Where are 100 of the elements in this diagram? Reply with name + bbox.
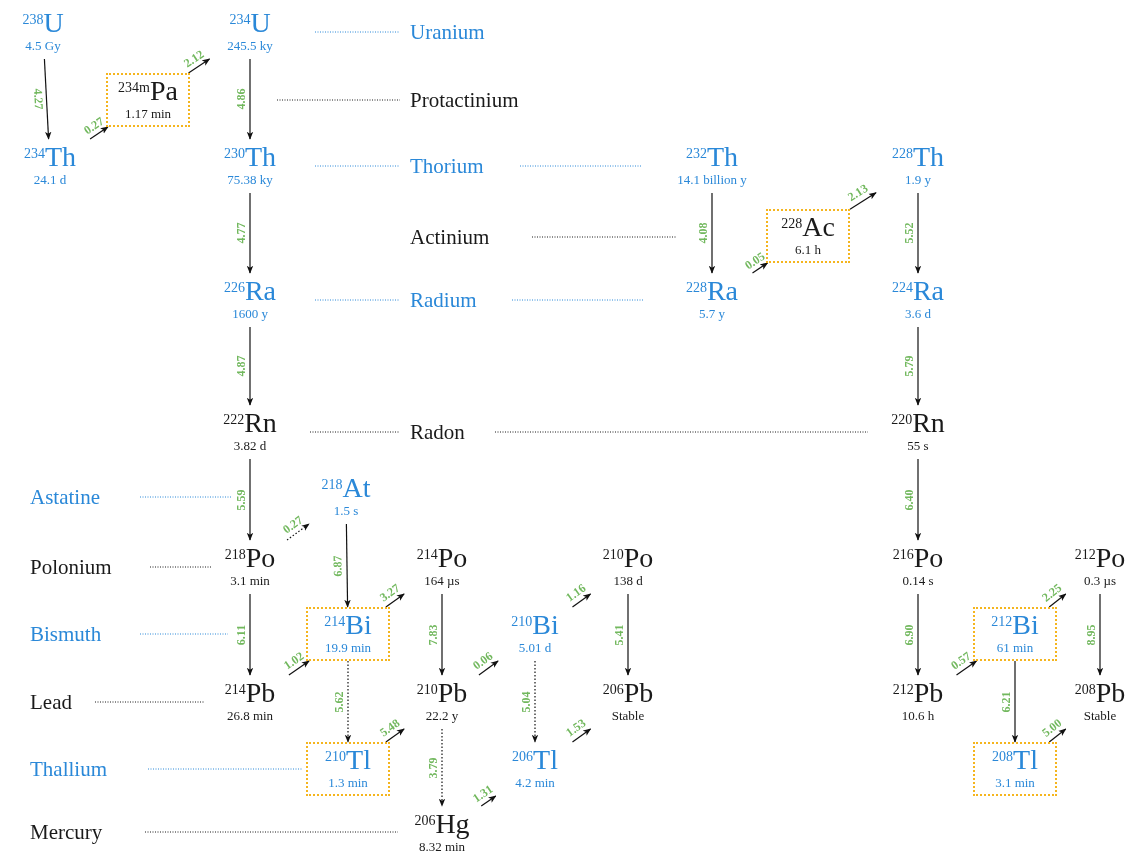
decay-arrow <box>385 728 405 743</box>
nuclide-symbol: $^{234m}$Pa <box>117 76 179 106</box>
decay-arrow <box>246 593 254 676</box>
half-life: 3.82 d <box>232 438 268 453</box>
half-life: 3.6 d <box>904 306 932 321</box>
nuclide-symbol: $^{210}$Tl <box>324 745 372 775</box>
decay-arrow <box>385 593 405 608</box>
nuclide-symbol: $^{222}$Rn <box>222 408 278 438</box>
decay-energy: 5.00 <box>1039 716 1065 741</box>
decay-arrow <box>849 192 877 210</box>
half-life: 245.5 ky <box>226 38 274 53</box>
decay-arrow <box>571 593 592 608</box>
half-life: 6.1 h <box>794 242 822 257</box>
nuclide-symbol: $^{208}$Tl <box>991 745 1039 775</box>
nuclide-symbol: $^{212}$Pb <box>891 678 945 708</box>
decay-arrow <box>914 593 922 676</box>
decay-arrow <box>955 660 978 676</box>
decay-arrow <box>914 458 922 541</box>
nuclide-symbol: $^{206}$Pb <box>601 678 655 708</box>
decay-arrow <box>246 58 254 140</box>
element-name: Mercury <box>30 820 103 844</box>
decay-arrow <box>914 192 922 274</box>
nuclide-symbol: $^{210}$Pb <box>415 678 469 708</box>
decay-arrow <box>571 728 592 743</box>
half-life: 5.7 y <box>698 306 726 321</box>
decay-arrow <box>187 58 211 74</box>
half-life: 14.1 billion y <box>676 172 748 187</box>
decay-energy: 5.59 <box>234 489 248 510</box>
decay-arrow <box>1096 593 1104 676</box>
nuclide-symbol: $^{238}$U <box>21 8 65 38</box>
decay-energy: 4.27 <box>30 88 45 111</box>
half-life: 1.3 min <box>327 775 369 790</box>
element-name: Radium <box>410 288 477 312</box>
decay-arrow <box>480 795 497 807</box>
decay-energy: 8.95 <box>1084 624 1098 645</box>
nuclide-symbol: $^{230}$Th <box>222 142 278 172</box>
element-name: Actinium <box>410 225 490 249</box>
half-life: 55 s <box>906 438 930 453</box>
decay-arrow <box>89 126 109 140</box>
decay-energy: 3.27 <box>377 581 403 605</box>
decay-energy: 4.86 <box>234 88 248 110</box>
nuclide-symbol: $^{216}$Po <box>891 543 945 573</box>
nuclide-symbol: $^{206}$Hg <box>413 809 471 839</box>
decay-energy: 5.04 <box>519 691 533 712</box>
nuclide-symbol: $^{212}$Bi <box>990 610 1040 640</box>
decay-arrow <box>246 192 254 274</box>
nuclide-symbol: $^{234}$U <box>228 8 272 38</box>
nuclide-symbol: $^{218}$Po <box>223 543 277 573</box>
half-life: Stable <box>610 708 646 723</box>
half-life: 1.9 y <box>904 172 932 187</box>
nuclide-symbol: $^{234}$Th <box>22 142 78 172</box>
decay-arrow <box>1048 728 1067 743</box>
nuclide-symbol: $^{228}$Th <box>890 142 946 172</box>
decay-energy: 5.79 <box>902 355 916 377</box>
decay-arrow <box>286 523 310 541</box>
nuclide-symbol: $^{210}$Po <box>601 543 655 573</box>
decay-arrow <box>478 660 499 676</box>
element-name: Astatine <box>30 485 100 509</box>
decay-energy: 2.25 <box>1039 581 1065 606</box>
element-name: Thallium <box>30 757 107 781</box>
half-life: 19.9 min <box>323 640 373 655</box>
half-life: 138 d <box>612 573 644 588</box>
decay-arrow <box>43 58 52 140</box>
nuclide-symbol: $^{212}$Po <box>1073 543 1127 573</box>
nuclide-symbol: $^{220}$Rn <box>890 408 946 438</box>
decay-energy: 4.77 <box>234 222 248 244</box>
decay-arrow <box>288 660 310 676</box>
element-name: Lead <box>30 690 72 714</box>
element-name: Bismuth <box>30 622 102 646</box>
decay-arrow <box>344 660 352 743</box>
nuclide-symbol: $^{208}$Pb <box>1073 678 1127 708</box>
nuclide-symbol: $^{228}$Ac <box>780 212 836 242</box>
decay-energy: 2.13 <box>845 182 871 205</box>
nuclide-symbol: $^{232}$Th <box>684 142 740 172</box>
decay-energy: 7.83 <box>426 624 440 645</box>
decay-energy: 1.16 <box>563 581 589 605</box>
half-life: 24.1 d <box>32 172 68 187</box>
decay-arrow <box>1011 660 1019 743</box>
highlight-box <box>973 742 1057 796</box>
decay-energy: 0.57 <box>949 649 974 672</box>
half-life: 4.2 min <box>514 775 556 790</box>
element-name: Protactinium <box>410 88 519 112</box>
decay-arrow <box>708 192 716 274</box>
nuclide-symbol: $^{210}$Bi <box>510 610 560 640</box>
element-name: Uranium <box>410 20 485 44</box>
decay-arrow <box>246 326 254 406</box>
nuclide-symbol: $^{214}$Pb <box>223 678 277 708</box>
nuclide-symbol: $^{228}$Ra <box>684 276 740 306</box>
highlight-box <box>306 742 390 796</box>
decay-energy: 2.12 <box>181 47 207 70</box>
decay-energy: 5.62 <box>332 691 346 712</box>
highlight-box <box>766 209 850 263</box>
nuclide-symbol: $^{224}$Ra <box>890 276 946 306</box>
decay-arrow <box>1048 593 1067 608</box>
decay-arrow <box>438 728 446 807</box>
half-life: 4.5 Gy <box>24 38 62 53</box>
decay-arrow <box>531 660 539 743</box>
half-life: 22.2 y <box>424 708 460 723</box>
decay-energy: 0.06 <box>470 649 496 673</box>
decay-energy: 4.08 <box>696 222 710 244</box>
